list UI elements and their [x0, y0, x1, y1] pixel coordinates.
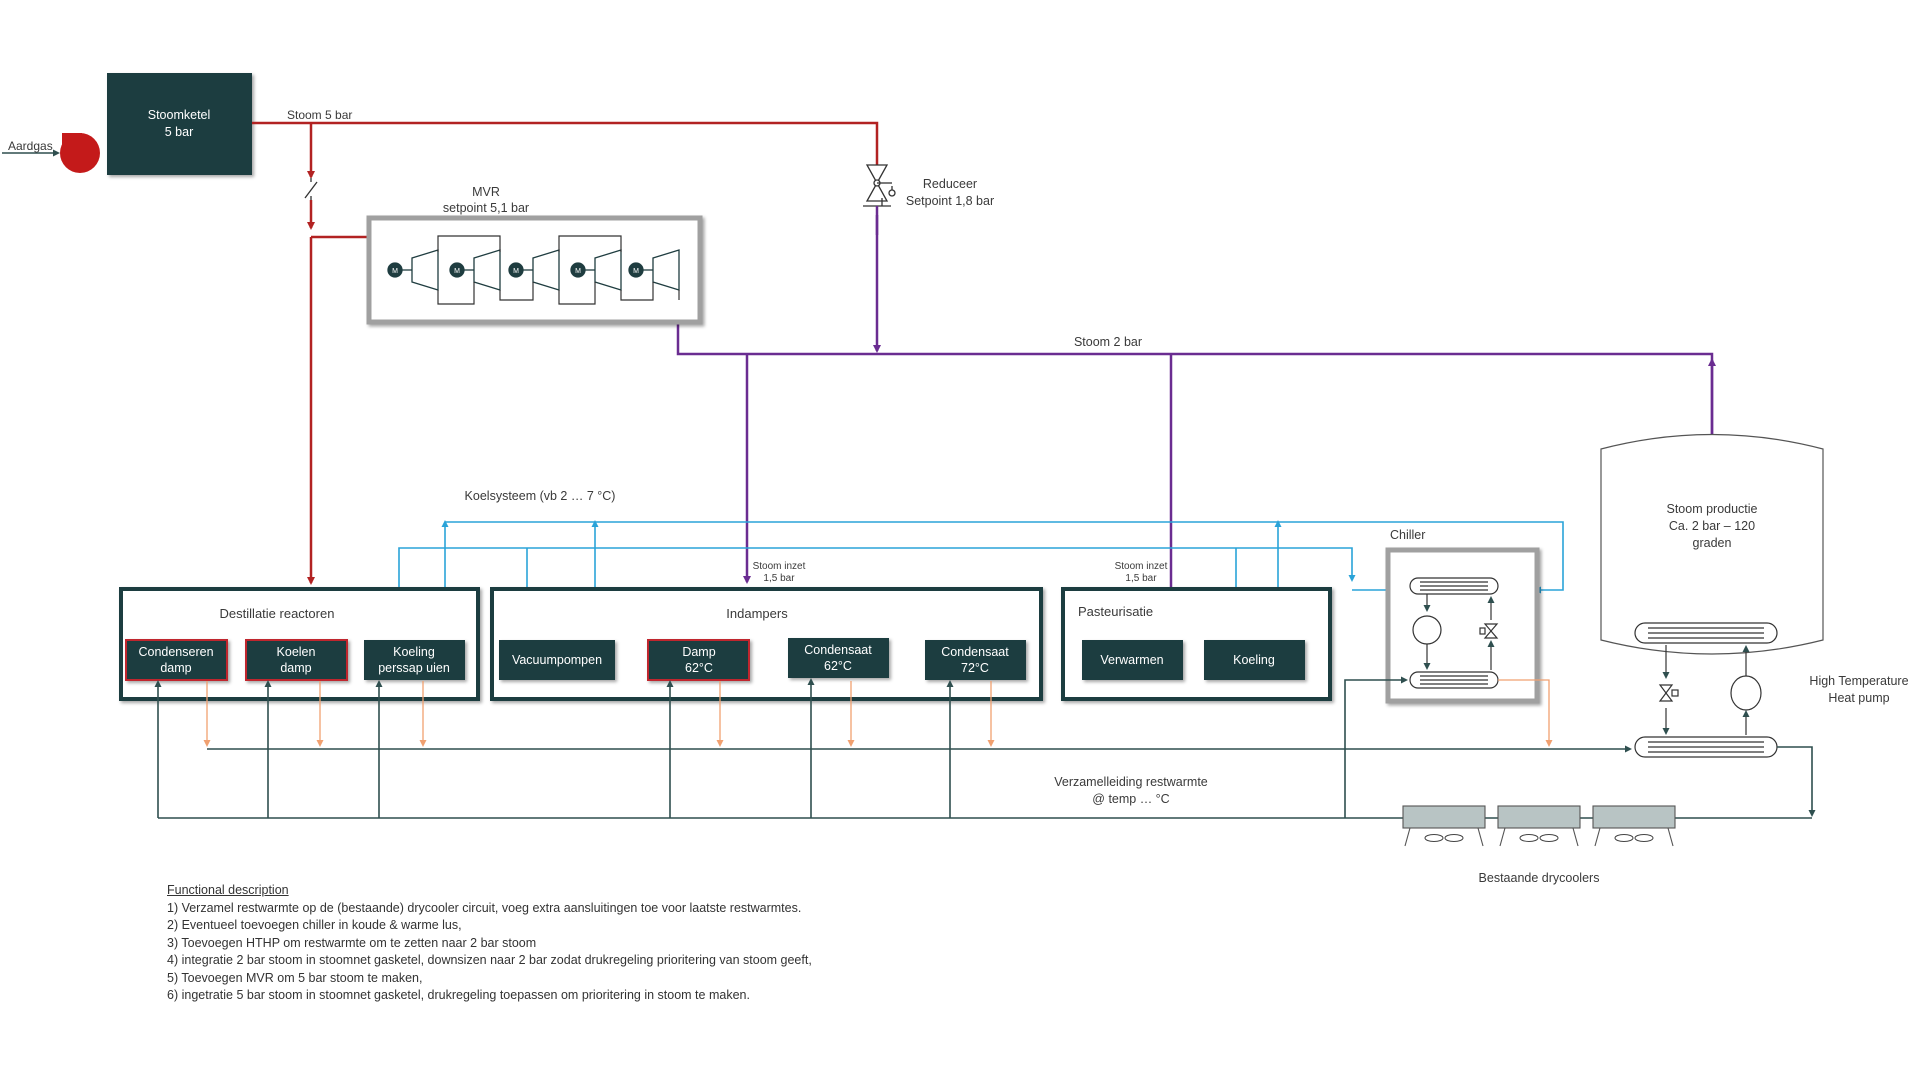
unit-condense-vapour: Condenseren damp: [125, 639, 228, 681]
evaporators-title: Indampers: [726, 606, 788, 621]
mvr-unit: MVR setpoint 5,1 bar M M M M M: [366, 185, 703, 325]
cooling-system-label: Koelsysteem (vb 2 … 7 °C): [465, 489, 616, 503]
svg-text:Condensaat: Condensaat: [941, 645, 1009, 659]
collector-temp: @ temp … °C: [1092, 792, 1169, 806]
mvr-motor-4: M: [575, 268, 581, 275]
description-item: 1) Verzamel restwarmte op de (bestaande)…: [167, 900, 802, 915]
steam-inlet-past-1: Stoom inzet: [1115, 561, 1168, 572]
svg-text:Condenseren: Condenseren: [138, 645, 213, 659]
svg-text:damp: damp: [160, 661, 191, 675]
chiller-label: Chiller: [1390, 528, 1425, 542]
svg-text:Condensaat: Condensaat: [804, 643, 872, 657]
functional-description: Functional description 1) Verzamel restw…: [167, 882, 812, 1005]
svg-text:62°C: 62°C: [685, 661, 713, 675]
mvr-motor-3: M: [513, 268, 519, 275]
unit-vacuum-pumps: Vacuumpompen: [499, 640, 615, 680]
group-distillation: Destillatie reactoren Condenseren damp K…: [119, 587, 480, 701]
mvr-motor-2: M: [454, 268, 460, 275]
chiller: Chiller: [1385, 528, 1540, 704]
mvr-setpoint: setpoint 5,1 bar: [443, 201, 529, 215]
svg-text:Koeling: Koeling: [1233, 653, 1275, 667]
description-item: 3) Toevoegen HTHP om restwarmte om te ze…: [167, 935, 537, 950]
gas-burner: Aardgas: [2, 133, 100, 173]
description-item: 4) integratie 2 bar stoom in stoomnet ga…: [167, 953, 812, 967]
svg-text:Damp: Damp: [682, 645, 715, 659]
svg-text:Ca. 2 bar – 120: Ca. 2 bar – 120: [1669, 519, 1755, 533]
steam-5bar-label: Stoom 5 bar: [287, 108, 352, 122]
svg-text:perssap uien: perssap uien: [378, 661, 450, 675]
distillation-title: Destillatie reactoren: [220, 606, 335, 621]
svg-text:Vacuumpompen: Vacuumpompen: [512, 653, 602, 667]
reducer-setpoint: Setpoint 1,8 bar: [906, 194, 994, 208]
steam-inlet-evap-2: 1,5 bar: [763, 573, 795, 584]
unit-condensate-72: Condensaat 72°C: [925, 640, 1026, 680]
reducer-label: Reduceer: [923, 177, 977, 191]
mvr-motor-5: M: [633, 268, 639, 275]
svg-text:graden: graden: [1693, 536, 1732, 550]
collector-label: Verzamelleiding restwarmte: [1054, 775, 1208, 789]
svg-text:damp: damp: [280, 661, 311, 675]
boiler-pressure: 5 bar: [165, 125, 194, 139]
fuel-label: Aardgas: [8, 139, 53, 153]
description-item: 6) ingetratie 5 bar stoom in stoomnet ga…: [167, 988, 750, 1002]
heat-pump: [1634, 645, 1778, 758]
svg-text:Stoom productie: Stoom productie: [1666, 502, 1757, 516]
check-valve: [304, 178, 318, 200]
unit-heating: Verwarmen: [1082, 640, 1183, 680]
svg-text:Koeling: Koeling: [393, 645, 435, 659]
description-item: 2) Eventueel toevoegen chiller in koude …: [167, 918, 462, 932]
svg-text:62°C: 62°C: [824, 659, 852, 673]
description-item: 5) Toevoegen MVR om 5 bar stoom te maken…: [167, 970, 423, 985]
unit-cool-onion-juice: Koeling perssap uien: [364, 640, 465, 680]
drycoolers-label: Bestaande drycoolers: [1479, 871, 1600, 885]
svg-text:Verwarmen: Verwarmen: [1100, 653, 1163, 667]
group-evaporators: Indampers Stoom inzet 1,5 bar Vacuumpomp…: [490, 561, 1043, 701]
svg-text:Koelen: Koelen: [277, 645, 316, 659]
steam-2bar-line: [676, 206, 1716, 639]
unit-condensate-62: Condensaat 62°C: [788, 638, 889, 678]
functional-description-heading: Functional description: [167, 883, 289, 897]
mvr-label: MVR: [472, 185, 500, 199]
reducer-valve: [863, 164, 896, 207]
steam-production-vessel: Stoom productie Ca. 2 bar – 120 graden: [1600, 433, 1824, 655]
boiler-label: Stoomketel: [148, 108, 211, 122]
heat-branches: [203, 679, 1553, 747]
drycoolers: [1402, 805, 1676, 847]
steam-inlet-evap-1: Stoom inzet: [753, 561, 806, 572]
group-pasteurisation: Pasteurisatie Stoom inzet 1,5 bar Verwar…: [1061, 561, 1332, 701]
unit-cooling: Koeling: [1204, 640, 1305, 680]
unit-cool-vapour: Koelen damp: [245, 639, 348, 681]
mvr-motor-1: M: [392, 268, 398, 275]
htp-label-1: High Temperature: [1809, 674, 1908, 688]
unit-vapour-62: Damp 62°C: [647, 639, 750, 681]
steam-2bar-label: Stoom 2 bar: [1074, 335, 1142, 349]
svg-text:72°C: 72°C: [961, 661, 989, 675]
pasteurisation-title: Pasteurisatie: [1078, 604, 1153, 619]
htp-label-2: Heat pump: [1828, 691, 1889, 705]
steam-inlet-past-2: 1,5 bar: [1125, 573, 1157, 584]
boiler: Stoomketel 5 bar: [107, 73, 252, 175]
